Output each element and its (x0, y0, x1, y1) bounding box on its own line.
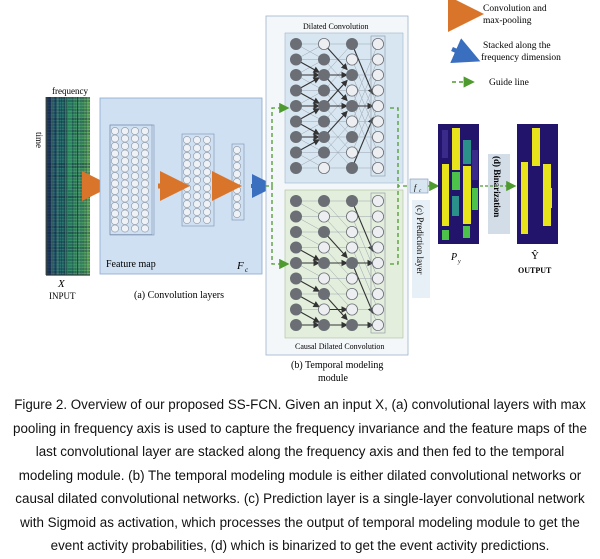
guide-line-from-causal (390, 186, 399, 265)
legend-item-2-line2: frequency dimension (481, 52, 561, 63)
input-spectrogram: frequency time X INPUT (34, 86, 90, 301)
causal-title: Causal Dilated Convolution (295, 342, 384, 351)
frequency-axis-label: frequency (52, 86, 88, 96)
prediction-label-bg (412, 200, 430, 298)
guide-line-to-causal (271, 186, 290, 270)
legend-blue-arrow (450, 38, 481, 63)
figure-caption: Figure 2. Overview of our proposed SS-FC… (13, 397, 587, 553)
dilated-network (289, 35, 386, 177)
output-label: OUTPUT (518, 266, 552, 275)
temporal-module: Dilated Convolution Causal Dilated Convo… (265, 15, 409, 356)
binarization-label-bg (488, 154, 510, 234)
time-axis-label: time (34, 132, 44, 148)
ss-fcn-diagram: frequency time X INPUT Feature map F c (… (34, 0, 561, 384)
input-symbol: X (57, 278, 66, 290)
temporal-label-line1: (b) Temporal modeling (291, 360, 383, 371)
input-label: INPUT (49, 291, 76, 301)
fc-symbol: f (414, 183, 418, 192)
fc-symbol-sub: c (419, 189, 422, 194)
legend-item-1-line1: Convolution and (483, 4, 547, 14)
feature-symbol: F (236, 260, 244, 272)
causal-network (289, 192, 386, 334)
py-symbol: P (450, 252, 457, 263)
guide-line-to-dilated (265, 102, 290, 187)
yhat-symbol: Ŷ (531, 250, 539, 262)
feature-map-nodes (109, 124, 245, 235)
legend-item-1-line2: max-pooling (483, 16, 532, 26)
feature-map-label: Feature map (106, 259, 156, 270)
prediction-label: (c) Prediction layer (415, 205, 425, 274)
py-symbol-sub: y (457, 259, 461, 265)
legend-item-2-line1: Stacked along the (483, 41, 551, 51)
dilated-title: Dilated Convolution (303, 22, 369, 31)
feature-symbol-sub: c (245, 266, 249, 274)
conv-section-label: (a) Convolution layers (134, 290, 224, 301)
temporal-label-line2: module (318, 373, 349, 384)
guide-line-from-dilated (390, 107, 410, 187)
output-map: Ŷ OUTPUT (517, 124, 558, 275)
probability-map: P y (438, 124, 479, 265)
legend: Convolution and max-pooling Stacked alon… (448, 0, 561, 88)
convolution-panel: Feature map F c (99, 97, 263, 275)
legend-item-3-line1: Guide line (489, 78, 529, 88)
